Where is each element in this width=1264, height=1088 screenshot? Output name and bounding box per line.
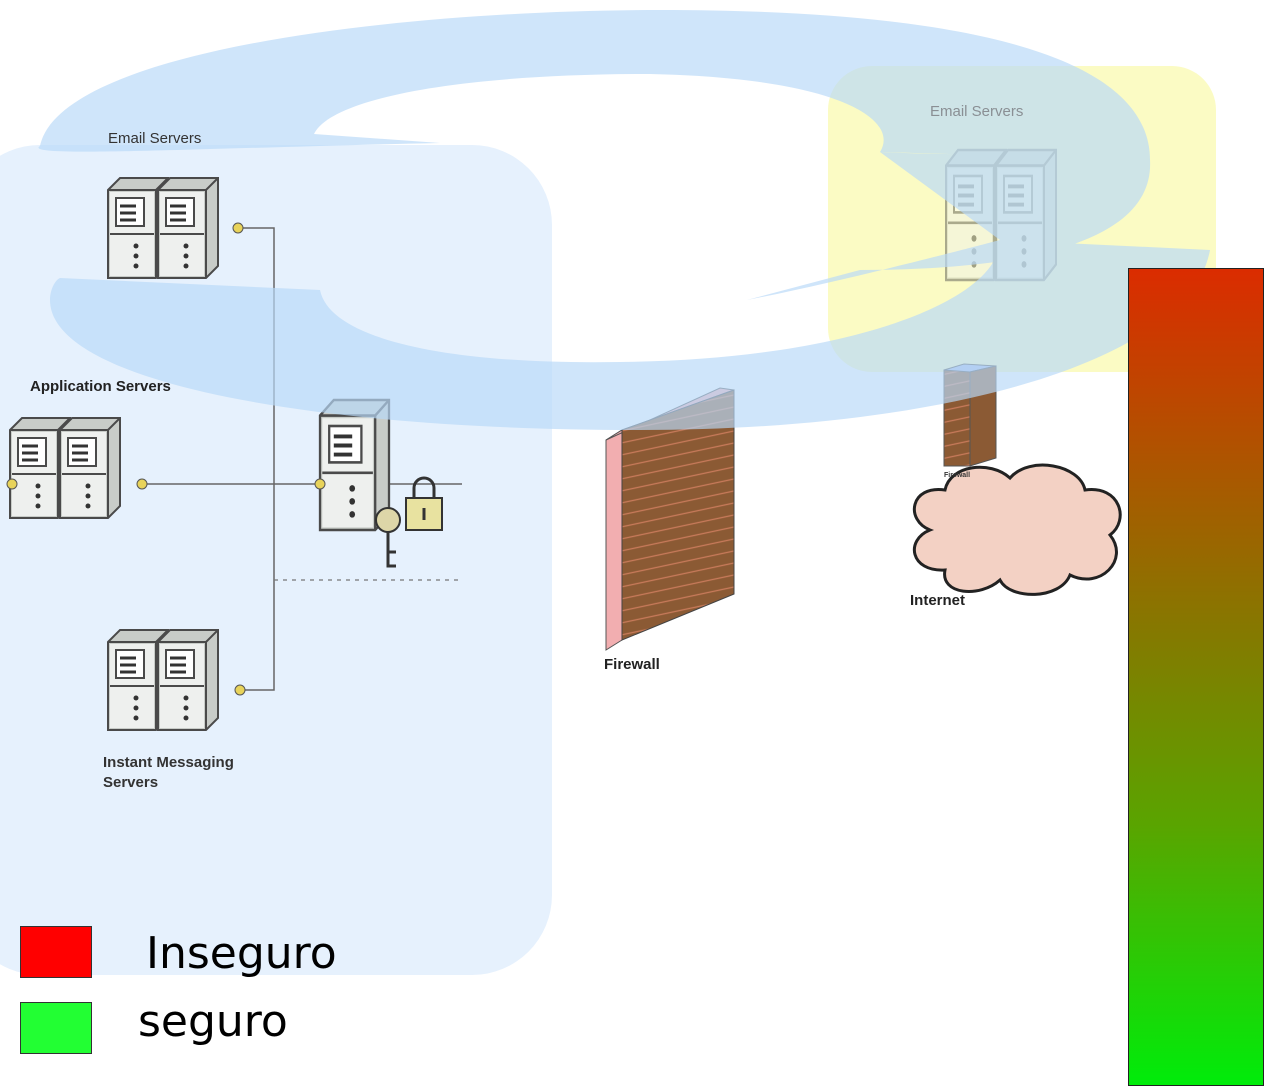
application-servers-label: Application Servers xyxy=(30,378,171,395)
small-firewall-label: Firewall xyxy=(944,472,971,479)
legend-label-secure: seguro xyxy=(138,996,288,1047)
key-icon xyxy=(375,507,401,568)
security-gradient-bar xyxy=(1128,268,1264,1086)
circular-arrow xyxy=(38,10,1210,430)
application-server-icon xyxy=(6,416,148,520)
padlock-icon xyxy=(405,476,443,531)
im-servers-label-line1: Instant Messaging xyxy=(103,754,234,771)
legend-swatch-insecure xyxy=(20,926,92,978)
im-servers-label-line2: Servers xyxy=(103,774,159,791)
secure-server-icon xyxy=(314,398,391,532)
legend-label-insecure: Inseguro xyxy=(146,928,337,979)
instant-messaging-server-icon xyxy=(106,628,246,732)
internet-label: Internet xyxy=(910,592,966,609)
email-server-icon xyxy=(106,176,244,280)
firewall-label: Firewall xyxy=(604,656,660,673)
internet-cloud-icon xyxy=(912,463,1122,596)
legend-swatch-secure xyxy=(20,1002,92,1054)
external-email-servers-label: Email Servers xyxy=(930,103,1024,120)
email-servers-label: Email Servers xyxy=(108,130,202,147)
